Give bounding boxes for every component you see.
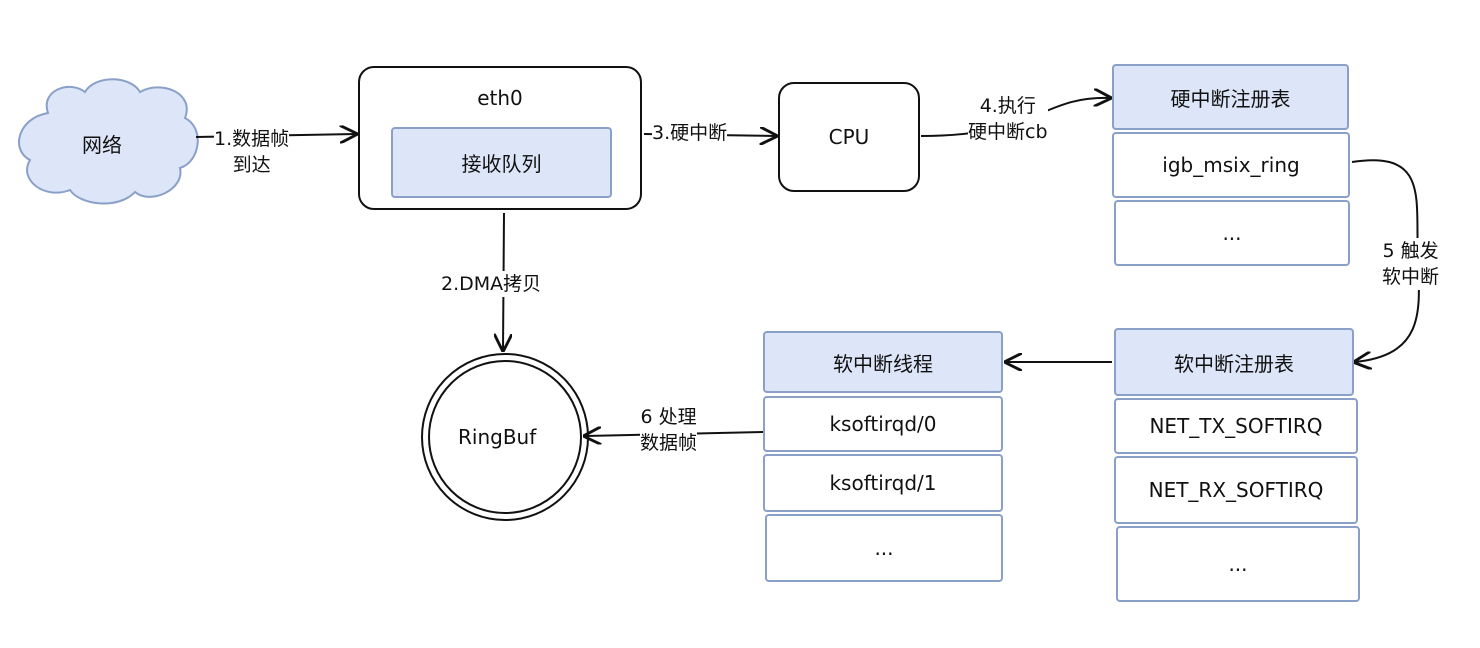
ringbuf-inner-ring <box>428 360 582 514</box>
hard-irq-row: igb_msix_ring <box>1112 132 1350 198</box>
soft-irq-row: NET_TX_SOFTIRQ <box>1114 398 1358 454</box>
softirq-thread-row: ... <box>765 514 1003 582</box>
softirq-thread-row: ksoftirqd/1 <box>763 454 1003 512</box>
soft-irq-row: ... <box>1116 526 1360 602</box>
edge-label-step1: 1.数据帧 到达 <box>214 126 290 178</box>
softirq-thread-row: ksoftirqd/0 <box>763 396 1003 452</box>
edge-label-step2: 2.DMA拷贝 <box>441 271 542 297</box>
network-label: 网络 <box>82 133 122 157</box>
ringbuf-label: RingBuf <box>458 425 537 449</box>
network-cloud-shape <box>18 78 199 205</box>
edge-label-step3: 3.硬中断 <box>652 120 728 146</box>
edge-label-step6: 6 处理 数据帧 <box>640 404 698 456</box>
edge-label-step4: 4.执行 硬中断cb <box>968 93 1048 145</box>
eth0-label: eth0 <box>477 86 523 110</box>
soft-irq-row: NET_RX_SOFTIRQ <box>1114 456 1358 524</box>
rx-queue: 接收队列 <box>391 127 612 198</box>
edge-label-step5: 5 触发 软中断 <box>1382 238 1440 290</box>
cpu-node: CPU <box>778 82 920 192</box>
softirq-threads-header: 软中断线程 <box>763 331 1003 393</box>
hard-irq-table-header: 硬中断注册表 <box>1112 64 1349 130</box>
hard-irq-row: ... <box>1114 200 1350 266</box>
soft-irq-table-header: 软中断注册表 <box>1114 328 1354 396</box>
